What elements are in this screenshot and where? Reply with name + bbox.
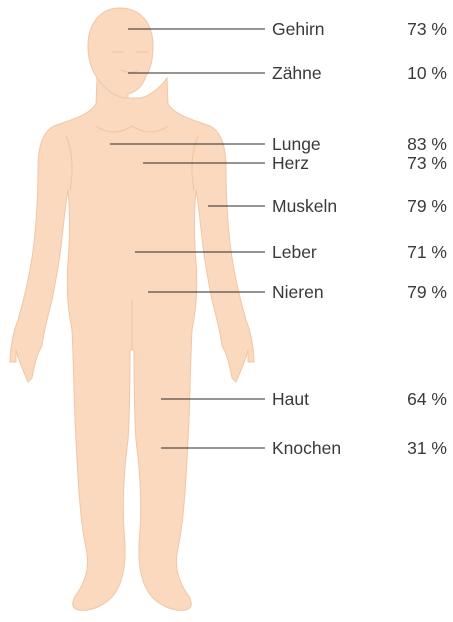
label-lunge: Lunge	[272, 134, 321, 154]
label-knochen: Knochen	[272, 438, 341, 458]
label-nieren: Nieren	[272, 282, 324, 302]
value-muskeln: 79 %	[407, 196, 447, 216]
label-haut: Haut	[272, 389, 309, 409]
value-leber: 71 %	[407, 242, 447, 262]
value-knochen: 31 %	[407, 438, 447, 458]
value-lunge: 83 %	[407, 134, 447, 154]
label-leber: Leber	[272, 242, 317, 262]
value-zaehne: 10 %	[407, 63, 447, 83]
value-haut: 64 %	[407, 389, 447, 409]
value-gehirn: 73 %	[407, 19, 447, 39]
value-nieren: 79 %	[407, 282, 447, 302]
label-gehirn: Gehirn	[272, 19, 325, 39]
value-herz: 73 %	[407, 153, 447, 173]
label-muskeln: Muskeln	[272, 196, 337, 216]
label-herz: Herz	[272, 153, 309, 173]
body-silhouette	[10, 8, 254, 610]
label-zaehne: Zähne	[272, 63, 322, 83]
